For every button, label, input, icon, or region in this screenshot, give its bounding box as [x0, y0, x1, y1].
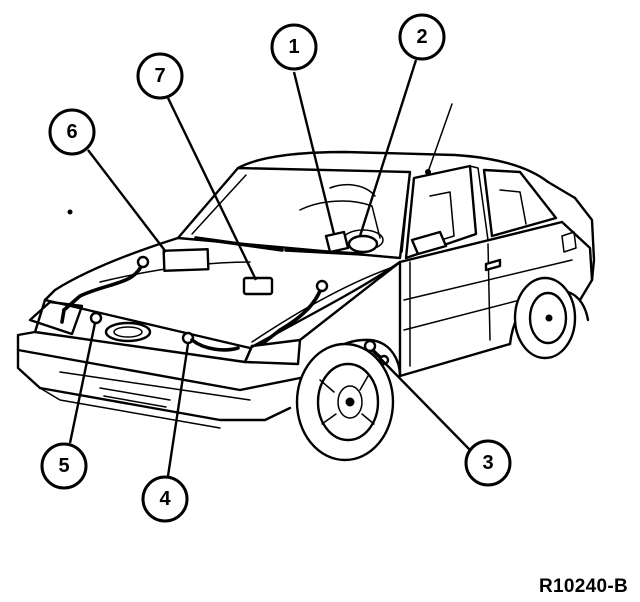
- callout-3-label: 3: [482, 452, 493, 474]
- side-window-rear: [482, 168, 558, 238]
- callout-5: 5: [40, 322, 97, 490]
- body-side: [398, 220, 594, 302]
- grille-emblem: [104, 321, 152, 343]
- callout-4-label: 4: [159, 488, 171, 510]
- callout-1-label: 1: [288, 36, 299, 58]
- callout-6-label: 6: [66, 121, 77, 143]
- callout-1: 1: [270, 23, 336, 235]
- component-2: [347, 234, 379, 254]
- callout-2: 2: [358, 13, 446, 237]
- harness-left: [62, 260, 145, 312]
- callout-3: 3: [375, 353, 512, 487]
- component-6: [162, 248, 210, 272]
- callout-7: 7: [136, 52, 258, 281]
- figure-id: R10240-B: [538, 576, 628, 597]
- callout-4: 4: [141, 343, 190, 523]
- side-window-front: [404, 164, 478, 260]
- car-illustration: [16, 103, 596, 462]
- windshield-frame: [176, 166, 412, 260]
- component-5: [89, 311, 103, 325]
- callout-5-label: 5: [58, 455, 69, 477]
- callout-6: 6: [48, 108, 167, 253]
- component-7: [242, 276, 274, 296]
- roof-outline: [236, 150, 577, 200]
- antenna: [427, 103, 453, 173]
- callout-2-label: 2: [416, 26, 427, 48]
- harness-right: [260, 284, 324, 346]
- callout-7-label: 7: [154, 65, 165, 87]
- component-1: [324, 230, 350, 254]
